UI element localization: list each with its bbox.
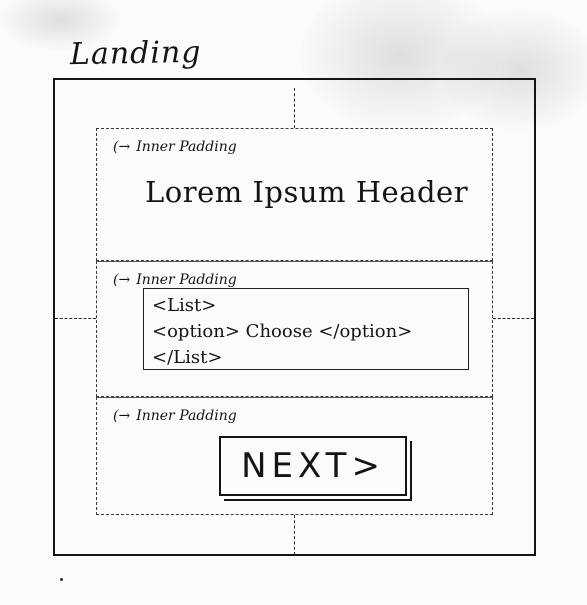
outer-margin-top [294,88,295,128]
inner-padding-note: (→ Inner Padding [113,139,237,155]
arrow-icon: (→ [113,408,131,424]
outer-margin-right [493,318,534,319]
inner-padding-note: (→ Inner Padding [113,408,237,424]
outer-margin-bottom [294,515,295,555]
inner-padding-label: Inner Padding [136,408,237,424]
inner-padding-label: Inner Padding [136,139,237,155]
list-option-choose[interactable]: <option> Choose </option> [152,321,413,342]
lorem-ipsum-header: Lorem Ipsum Header [145,175,469,209]
list-close-tag: </List> [152,347,223,368]
inner-padding-note: (→ Inner Padding [113,272,237,288]
arrow-icon: (→ [113,272,131,288]
page-title: Landing [69,34,202,73]
outer-margin-left [55,318,96,319]
arrow-icon: (→ [113,139,131,155]
list-section: (→ Inner Padding <List> <option> Choose <… [96,261,493,397]
landing-frame [53,78,536,556]
option-list[interactable]: <List> <option> Choose </option> </List> [143,288,469,370]
ink-dot [60,578,63,581]
inner-padding-label: Inner Padding [136,272,237,288]
header-section: (→ Inner Padding Lorem Ipsum Header [96,128,493,261]
next-button[interactable]: NEXT> [219,436,407,496]
button-section: (→ Inner Padding NEXT> [96,397,493,515]
list-open-tag: <List> [152,295,217,316]
